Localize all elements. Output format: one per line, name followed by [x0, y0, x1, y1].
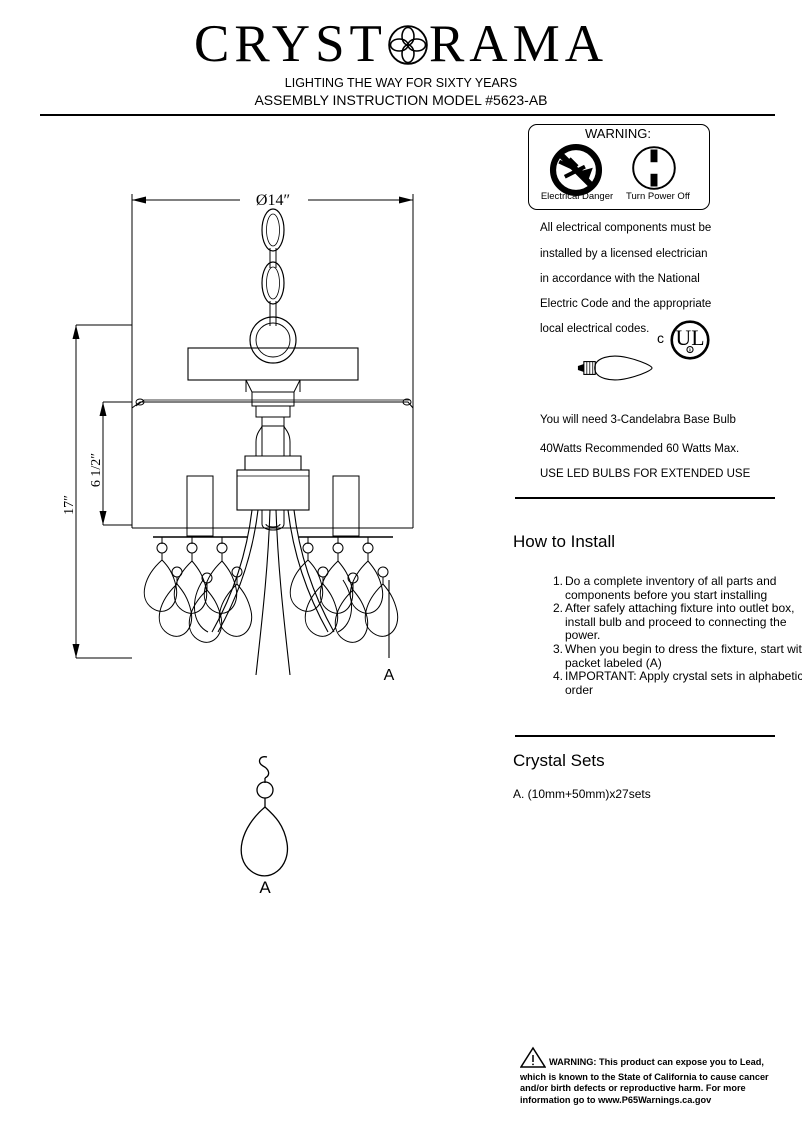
install-step: 2.After safely attaching fixture into ou… [553, 601, 802, 643]
prop65-lead: WARNING: [549, 1057, 597, 1067]
brand-wordmark: CRYST RAMA [0, 14, 802, 71]
step-number: 4. [553, 669, 564, 684]
callout-label-a: A [384, 667, 395, 684]
step-text: After safely attaching fixture into outl… [565, 601, 795, 643]
svg-text:R: R [689, 348, 692, 352]
warning-title: WARNING: [585, 126, 651, 141]
warning-box [528, 124, 710, 210]
step-number: 1. [553, 574, 564, 588]
bulb-info-line-2: 40Watts Recommended 60 Watts Max. [540, 443, 740, 455]
no-electrical-icon [548, 142, 604, 198]
step-text: When you begin to dress the fixture, sta… [565, 641, 802, 670]
warning-triangle-icon [519, 1046, 547, 1072]
power-off-icon [625, 142, 683, 194]
header-divider [40, 114, 775, 116]
install-divider [515, 497, 775, 500]
install-steps-list: 1.Do a complete inventory of all parts a… [513, 574, 802, 697]
prop65-text: This product can expose you to Lead, whi… [520, 1057, 769, 1105]
step-number: 2. [553, 601, 564, 616]
electrical-notice-line-2: installed by a licensed electrician [540, 248, 708, 260]
danger-caption: Electrical Danger [540, 191, 614, 202]
diameter-dimension-label: Ø14″ [256, 192, 290, 209]
electrical-notice-line-3: in accordance with the National [540, 273, 700, 285]
electrical-notice-line-5: local electrical codes. [540, 323, 650, 335]
install-section-title: How to Install [513, 532, 616, 551]
chandelier-drawing: Ø14″ A 17″ 6 1/2″ [40, 180, 480, 710]
step-text: IMPORTANT: Apply crystal sets in alphabe… [565, 669, 802, 697]
flower-logo-icon [385, 22, 431, 68]
crystal-divider [515, 735, 775, 738]
prop65-warning: WARNING: This product can expose you to … [519, 1046, 778, 1106]
model-line: ASSEMBLY INSTRUCTION MODEL #5623-AB [254, 92, 548, 108]
crystal-set-item: A. (10mm+50mm)x27sets [513, 787, 651, 801]
electrical-notice-line-4: Electric Code and the appropriate [540, 298, 712, 310]
c-prefix-label: c [657, 330, 664, 346]
install-step: 3.When you begin to dress the fixture, s… [553, 641, 802, 670]
crystal-section-title: Crystal Sets [513, 751, 605, 770]
install-step: 1.Do a complete inventory of all parts a… [553, 574, 802, 602]
ul-listed-icon: UL R [668, 320, 712, 360]
step-number: 3. [553, 641, 564, 656]
bulb-info-line-1: You will need 3-Candelabra Base Bulb [540, 414, 736, 426]
detail-label-a: A [259, 878, 271, 895]
overall-height-label: 17″ [62, 495, 77, 515]
electrical-notice-line-1: All electrical components must be [540, 222, 712, 234]
tagline: LIGHTING THE WAY FOR SIXTY YEARS [284, 76, 518, 90]
shade-height-label: 6 1/2″ [89, 453, 104, 487]
bulb-info-line-3: USE LED BULBS FOR EXTENDED USE [540, 468, 751, 480]
brand-text-left: CRYST [194, 15, 387, 74]
candelabra-bulb-icon [572, 350, 656, 386]
power-caption: Turn Power Off [626, 191, 690, 202]
install-step: 4.IMPORTANT: Apply crystal sets in alpha… [553, 669, 802, 697]
step-text: Do a complete inventory of all parts and… [565, 574, 777, 602]
crystal-detail-a: A [215, 745, 325, 897]
brand-text-right: RAMA [428, 15, 608, 74]
